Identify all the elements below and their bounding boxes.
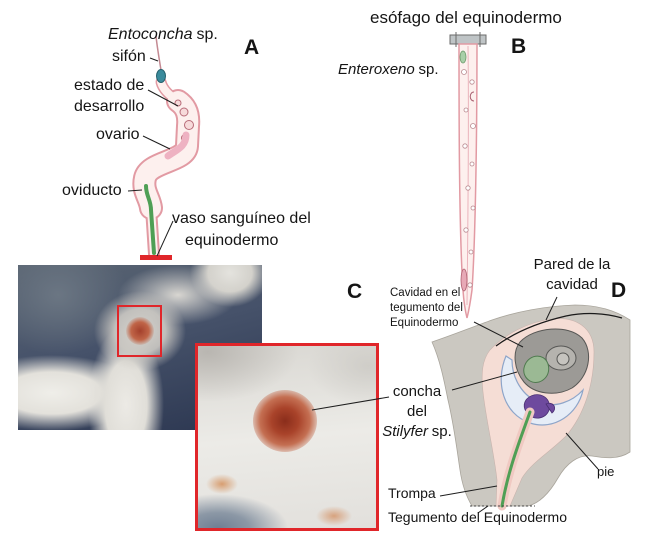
leader-blood-vessel	[157, 221, 173, 256]
leader-ovary	[143, 136, 170, 149]
label-line: concha	[376, 382, 458, 402]
label-shell: concha del Stilyfersp.	[376, 382, 458, 442]
egg-2	[470, 80, 474, 84]
egg-4	[471, 124, 476, 129]
visceral-mass	[524, 356, 549, 382]
leader-siphon	[150, 58, 158, 61]
label-line: desarrollo	[74, 96, 144, 117]
label-enteroxeno-species: Enteroxenosp.	[338, 62, 439, 77]
label-entoconcha-species: Entoconchasp.	[108, 27, 218, 43]
label-siphon: sifón	[112, 49, 146, 65]
species-suffix: sp.	[418, 61, 438, 78]
label-development-stage: estado de desarrollo	[74, 75, 144, 117]
label-line: del	[376, 402, 458, 422]
label-esophagus: esófago del equinodermo	[370, 9, 562, 26]
label-oviduct: oviducto	[62, 183, 122, 199]
egg-11	[468, 283, 472, 287]
egg-7	[466, 186, 470, 190]
label-line: Pared de la	[514, 255, 630, 275]
label-line: Equinodermo	[390, 316, 463, 331]
egg-5	[463, 144, 467, 148]
label-ovary: ovario	[96, 127, 140, 143]
label-proboscis: Trompa	[388, 486, 436, 500]
species-genus: Stilyfer	[382, 423, 428, 440]
label-cavity-wall: Pared de la cavidad	[514, 255, 630, 295]
panel-letter-b: B	[511, 36, 526, 57]
embryo-2	[180, 108, 188, 116]
label-line: vaso sanguíneo del	[172, 208, 311, 230]
species-genus: Enteroxeno	[338, 61, 415, 78]
label-integument-cavity: Cavidad en el tegumento del Equinodermo	[390, 286, 463, 331]
label-blood-vessel: vaso sanguíneo del equinodermo	[172, 208, 311, 252]
esophagus-segment	[450, 35, 486, 44]
panel-letter-c: C	[347, 281, 362, 302]
label-line: tegumento del	[390, 301, 463, 316]
label-line: estado de	[74, 75, 144, 96]
egg-8	[471, 206, 475, 210]
enteroxeno-bud	[460, 51, 466, 63]
species-suffix: sp.	[432, 423, 452, 440]
panel-letter-a: A	[244, 37, 259, 58]
shell-apex	[557, 353, 569, 365]
label-line: equinodermo	[172, 230, 311, 252]
egg-10	[469, 250, 473, 254]
label-integument: Tegumento del Equinodermo	[388, 510, 567, 524]
egg-9	[464, 228, 468, 232]
siphon-bulb	[157, 70, 166, 83]
egg-3	[464, 108, 468, 112]
embryo-3	[185, 121, 194, 130]
label-line: Cavidad en el	[390, 286, 463, 301]
label-line: cavidad	[514, 275, 630, 295]
label-foot: pie	[597, 465, 614, 478]
egg-6	[470, 162, 474, 166]
egg-1	[462, 70, 467, 75]
blood-vessel-bar	[140, 255, 172, 260]
label-line: Stilyfersp.	[376, 422, 458, 442]
panel-b-diagram	[450, 32, 486, 318]
species-genus: Entoconcha	[108, 26, 193, 43]
species-suffix: sp.	[197, 26, 218, 43]
